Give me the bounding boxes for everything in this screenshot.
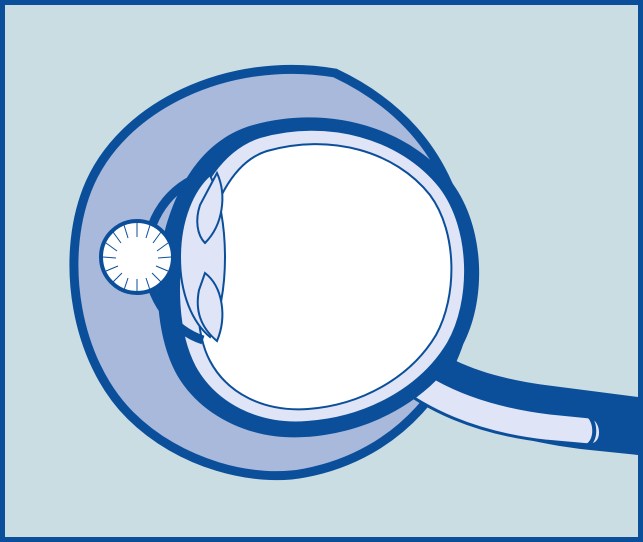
eye-diagram <box>5 5 638 537</box>
